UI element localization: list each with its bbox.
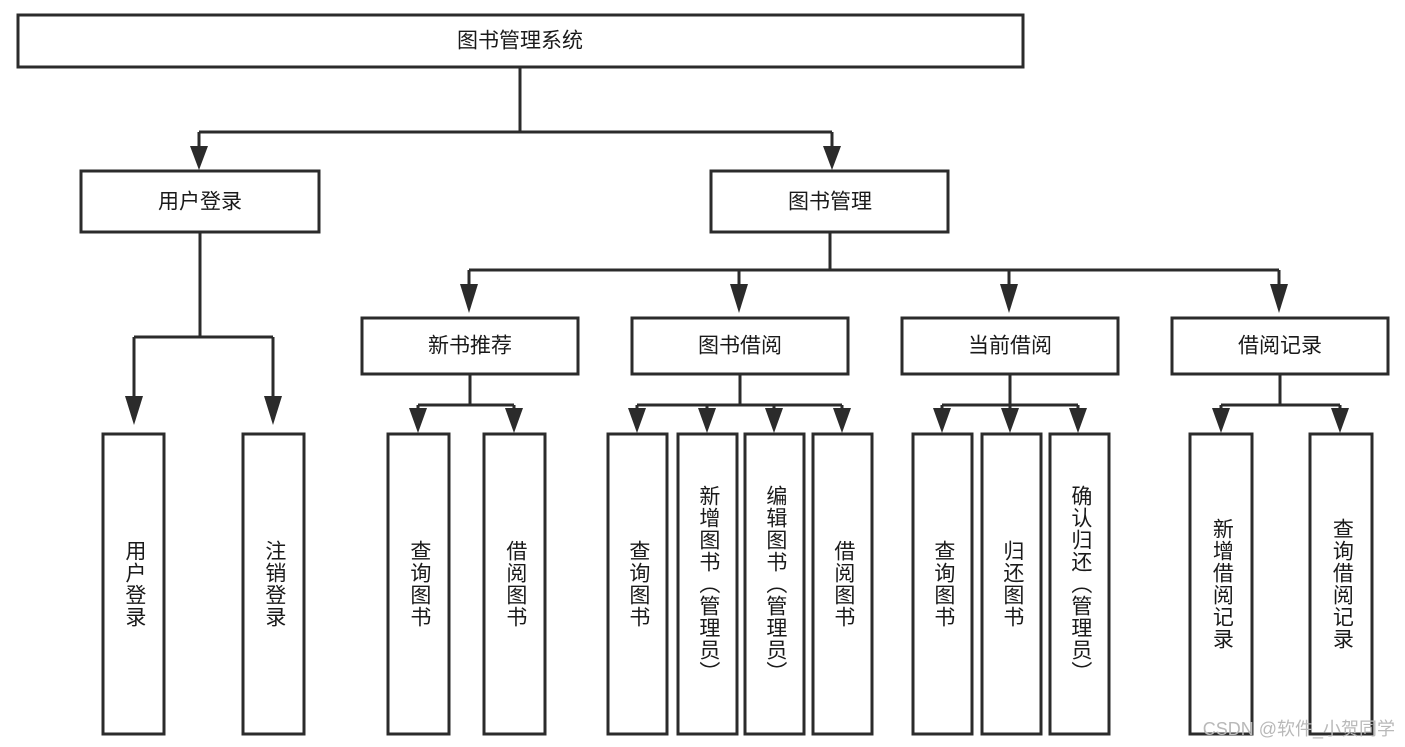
leaf-label-wrap-return-book: 归还图书 xyxy=(982,434,1041,734)
node-book-borrow[interactable]: 图书借阅 xyxy=(630,316,850,376)
node-user-login-box[interactable] xyxy=(79,169,321,234)
connector-current-borrow-to-leaves xyxy=(933,374,1087,433)
leaf-box-query-book-3[interactable] xyxy=(911,432,974,736)
arrow-to-user-login xyxy=(190,146,208,170)
node-new-book[interactable]: 新书推荐 xyxy=(360,316,580,376)
leaf-box-return-book[interactable] xyxy=(980,432,1043,736)
leaf-label-query-book-1: 查询图书 xyxy=(407,540,431,628)
arrow-to-leaf-query-record xyxy=(1331,408,1349,433)
leaf-label-confirm-return: 确认归还（管理员） xyxy=(1068,485,1092,683)
leaf-label-wrap-confirm-return: 确认归还（管理员） xyxy=(1050,434,1109,734)
leaf-box-confirm-return[interactable] xyxy=(1048,432,1111,736)
arrow-to-leaf-user-login xyxy=(125,396,143,425)
leaf-label-wrap-borrow-book-2: 借阅图书 xyxy=(813,434,872,734)
arrow-to-book-borrow xyxy=(730,284,748,313)
connector-borrow-record-to-leaves xyxy=(1212,374,1349,433)
connector-book-manage-to-level3 xyxy=(460,232,1288,313)
arrow-to-leaf-edit-book xyxy=(765,408,783,433)
node-root-box[interactable] xyxy=(16,13,1025,69)
leaf-box-borrow-book-2[interactable] xyxy=(811,432,874,736)
leaf-label-query-book-2: 查询图书 xyxy=(626,540,650,628)
leaf-label-user-login: 用户登录 xyxy=(122,540,146,628)
node-root-label: 图书管理系统 xyxy=(457,30,583,53)
leaf-box-borrow-book-1[interactable] xyxy=(482,432,547,736)
leaf-label-borrow-book-1: 借阅图书 xyxy=(503,540,527,628)
leaf-label-wrap-borrow-book-1: 借阅图书 xyxy=(484,434,545,734)
leaf-box-add-record[interactable] xyxy=(1188,432,1254,736)
connector-book-borrow-to-leaves xyxy=(628,374,851,433)
connector-user-login-to-leaves xyxy=(125,232,282,425)
leaf-box-query-book-2[interactable] xyxy=(606,432,669,736)
node-book-manage[interactable]: 图书管理 xyxy=(709,169,950,234)
watermark-text: CSDN @软件_小贺同学 xyxy=(1202,719,1395,739)
node-book-borrow-box[interactable] xyxy=(630,316,850,376)
leaf-label-wrap-add-record: 新增借阅记录 xyxy=(1190,434,1252,734)
arrow-to-leaf-logout xyxy=(264,396,282,425)
arrow-to-leaf-add-record xyxy=(1212,408,1230,433)
node-book-manage-box[interactable] xyxy=(709,169,950,234)
leaf-label-wrap-query-record: 查询借阅记录 xyxy=(1310,434,1372,734)
arrow-to-leaf-query-book-1 xyxy=(409,408,427,433)
connector-root-to-level2 xyxy=(190,67,841,170)
arrow-to-current-borrow xyxy=(1000,284,1018,313)
leaf-label-query-book-3: 查询图书 xyxy=(931,540,955,628)
leaf-box-edit-book[interactable] xyxy=(743,432,806,736)
arrow-to-leaf-return-book xyxy=(1001,408,1019,433)
leaf-box-add-book[interactable] xyxy=(676,432,739,736)
arrow-to-leaf-confirm-return xyxy=(1069,408,1087,433)
leaf-label-wrap-logout: 注销登录 xyxy=(243,434,304,734)
arrow-to-leaf-query-book-2 xyxy=(628,408,646,433)
node-new-book-box[interactable] xyxy=(360,316,580,376)
leaf-box-logout[interactable] xyxy=(241,432,306,736)
arrow-to-book-manage xyxy=(823,146,841,170)
leaf-label-borrow-book-2: 借阅图书 xyxy=(831,540,855,628)
node-book-borrow-label: 图书借阅 xyxy=(698,335,782,358)
arrow-to-leaf-borrow-book-2 xyxy=(833,408,851,433)
node-root[interactable]: 图书管理系统 xyxy=(16,13,1025,69)
leaf-label-query-record: 查询借阅记录 xyxy=(1330,518,1354,650)
node-user-login-label: 用户登录 xyxy=(158,191,242,214)
leaf-label-wrap-query-book-2: 查询图书 xyxy=(608,434,667,734)
leaf-label-return-book: 归还图书 xyxy=(1000,540,1024,628)
node-user-login[interactable]: 用户登录 xyxy=(79,169,321,234)
node-borrow-record[interactable]: 借阅记录 xyxy=(1170,316,1390,376)
node-current-borrow[interactable]: 当前借阅 xyxy=(900,316,1120,376)
node-borrow-record-box[interactable] xyxy=(1170,316,1390,376)
leaf-label-wrap-edit-book: 编辑图书（管理员） xyxy=(745,434,804,734)
arrow-to-new-book xyxy=(460,284,478,313)
leaf-box-query-book-1[interactable] xyxy=(386,432,451,736)
leaf-label-wrap-query-book-1: 查询图书 xyxy=(388,434,449,734)
leaf-label-edit-book: 编辑图书（管理员） xyxy=(763,485,787,683)
node-new-book-label: 新书推荐 xyxy=(428,335,512,358)
leaf-box-user-login[interactable] xyxy=(101,432,166,736)
leaf-label-add-record: 新增借阅记录 xyxy=(1210,518,1234,650)
leaf-label-add-book: 新增图书（管理员） xyxy=(696,485,720,683)
arrow-to-leaf-add-book xyxy=(698,408,716,433)
leaf-label-logout: 注销登录 xyxy=(262,540,286,628)
arrow-to-borrow-record xyxy=(1270,284,1288,313)
arrow-to-leaf-borrow-book-1 xyxy=(505,408,523,433)
leaf-label-wrap-add-book: 新增图书（管理员） xyxy=(678,434,737,734)
node-borrow-record-label: 借阅记录 xyxy=(1238,335,1322,358)
node-book-manage-label: 图书管理 xyxy=(788,191,872,214)
arrow-to-leaf-query-book-3 xyxy=(933,408,951,433)
connector-new-book-to-leaves xyxy=(409,374,523,433)
leaf-box-query-record[interactable] xyxy=(1308,432,1374,736)
node-current-borrow-label: 当前借阅 xyxy=(968,335,1052,358)
leaf-label-wrap-user-login: 用户登录 xyxy=(103,434,164,734)
leaf-label-wrap-query-book-3: 查询图书 xyxy=(913,434,972,734)
